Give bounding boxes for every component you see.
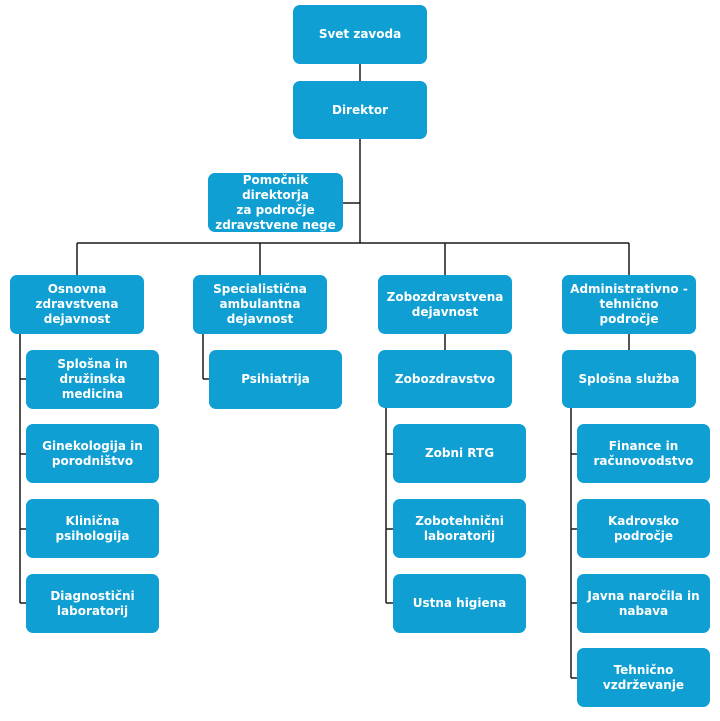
node-zobni-rtg: Zobni RTG [393, 424, 526, 483]
node-label: Tehnično vzdrževanje [602, 662, 685, 692]
node-ginekologija-porodnistvo: Ginekologija in porodništvo [26, 424, 159, 483]
node-finance-racunovodstvo: Finance in računovodstvo [577, 424, 710, 483]
node-kadrovsko-podrocje: Kadrovsko področje [577, 499, 710, 558]
node-tehnicno-vzdrzevanje: Tehnično vzdrževanje [577, 648, 710, 707]
node-psihiatrija: Psihiatrija [209, 350, 342, 409]
node-label: Klinična psihologija [55, 513, 130, 543]
node-klinicna-psihologija: Klinična psihologija [26, 499, 159, 558]
node-label: Zobotehnični laboratorij [415, 513, 504, 543]
node-label: Diagnostični laboratorij [50, 588, 135, 618]
node-label: Finance in računovodstvo [593, 438, 694, 468]
node-label: Splošna in družinska medicina [57, 357, 128, 401]
node-administrativno-tehnicno-podrocje: Administrativno - tehnično področje [562, 275, 696, 334]
node-zobozdravstvo: Zobozdravstvo [378, 350, 512, 408]
node-label: Osnovna zdravstvena dejavnost [35, 282, 119, 326]
node-splosna-sluzba: Splošna služba [562, 350, 696, 408]
node-direktor: Direktor [293, 81, 427, 139]
node-svet-zavoda: Svet zavoda [293, 5, 427, 64]
node-label: Javna naročila in nabava [587, 588, 700, 618]
node-label: Svet zavoda [318, 27, 402, 41]
node-label: Psihiatrija [241, 372, 310, 386]
node-label: Direktor [331, 102, 388, 117]
node-label: Zobni RTG [424, 446, 495, 460]
node-label: Splošna služba [578, 371, 680, 386]
node-label: Zobozdravstvena dejavnost [386, 289, 504, 319]
node-pomocnik-direktorja: Pomočnik direktorja za področje zdravstv… [208, 173, 343, 232]
node-label: Ginekologija in porodništvo [42, 438, 143, 468]
node-label: Administrativno - tehnično področje [570, 282, 688, 326]
node-ustna-higiena: Ustna higiena [393, 574, 526, 633]
node-specialisticna-ambulantna-dejavnost: Specialistična ambulantna dejavnost [193, 275, 327, 334]
node-osnovna-zdravstvena-dejavnost: Osnovna zdravstvena dejavnost [10, 275, 144, 334]
node-label: Pomočnik direktorja za področje zdravstv… [215, 172, 336, 232]
node-zobotehnicni-laboratorij: Zobotehnični laboratorij [393, 499, 526, 558]
node-label: Kadrovsko področje [607, 513, 679, 543]
node-splosna-druzinska-medicina: Splošna in družinska medicina [26, 350, 159, 409]
node-label: Specialistična ambulantna dejavnost [213, 282, 307, 326]
node-label: Zobozdravstvo [394, 371, 496, 386]
node-diagnosticni-laboratorij: Diagnostični laboratorij [26, 574, 159, 633]
node-javna-narocila-nabava: Javna naročila in nabava [577, 574, 710, 633]
node-zobozdravstvena-dejavnost: Zobozdravstvena dejavnost [378, 275, 512, 334]
node-label: Ustna higiena [412, 596, 507, 610]
